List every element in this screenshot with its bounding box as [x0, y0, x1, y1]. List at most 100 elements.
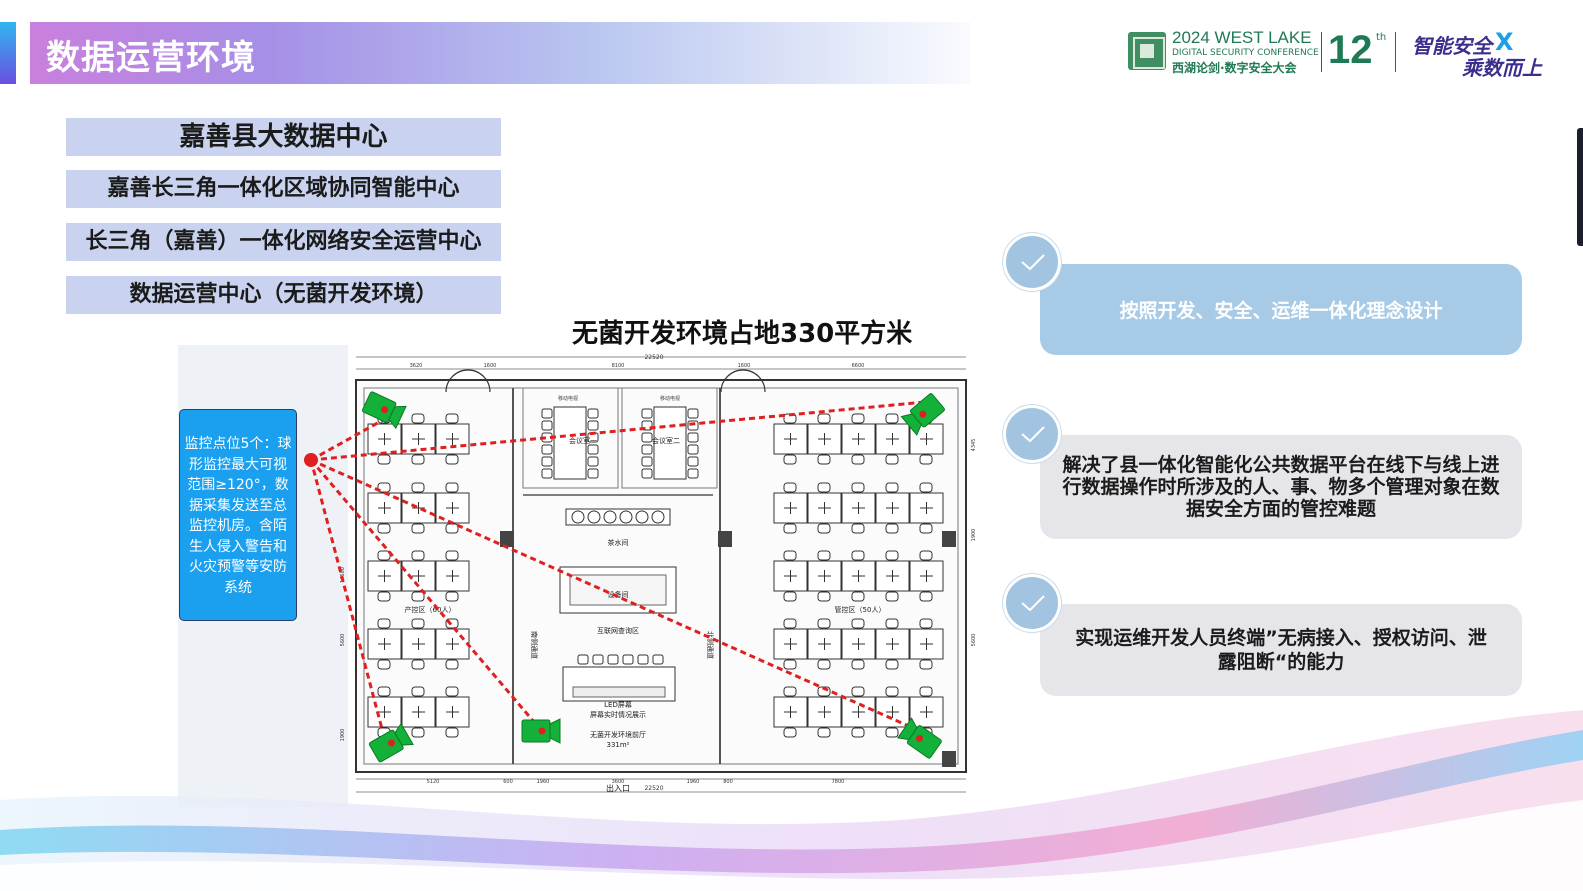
pillar	[500, 531, 514, 547]
chair	[411, 686, 425, 697]
chair	[377, 659, 391, 670]
chair	[411, 659, 425, 670]
label-hall: 无菌开发环境前厅	[590, 730, 646, 739]
chair	[851, 727, 865, 738]
chair	[919, 523, 933, 534]
chair	[445, 591, 459, 602]
chair	[445, 523, 459, 534]
indicator-control-problem: 解决了县一体化智能化公共数据平台在线下与线上进行数据操作时所涉及的人、事、物多个…	[1040, 435, 1522, 539]
label-led2: 屏幕实时情况展示	[590, 710, 646, 719]
dim-left-value: 1900	[340, 729, 346, 742]
desk	[875, 492, 910, 524]
chair	[607, 654, 619, 665]
check-icon	[1003, 405, 1061, 463]
chair	[885, 482, 899, 493]
stool	[635, 510, 649, 524]
chair	[783, 618, 797, 629]
chair	[445, 413, 459, 424]
chair	[377, 550, 391, 561]
logo-slogan2: 乘数而上	[1462, 56, 1542, 80]
chair	[851, 550, 865, 561]
indicator-terminal-capability: 实现运维开发人员终端”无病接入、授权访问、泄露阻断“的能力	[1040, 604, 1522, 696]
led-screen	[572, 686, 666, 698]
label-led: LED屏幕	[604, 700, 632, 709]
chair	[445, 550, 459, 561]
chair	[885, 591, 899, 602]
chair	[622, 654, 634, 665]
chair	[851, 482, 865, 493]
chair	[587, 420, 599, 431]
label-display-left: 移动电视	[558, 395, 578, 402]
label-display-right: 移动电视	[660, 395, 680, 402]
dim-bottom-value: 5120	[427, 779, 440, 785]
hub-point-icon	[304, 453, 318, 467]
chair	[637, 654, 649, 665]
dim-right-value: 4345	[971, 439, 977, 452]
stool	[603, 510, 617, 524]
org-box-security-ops-center: 长三角（嘉善）一体化网络安全运营中心	[66, 223, 501, 261]
chair	[377, 482, 391, 493]
chair	[851, 686, 865, 697]
chair	[851, 413, 865, 424]
chair	[851, 591, 865, 602]
storage-inner	[569, 574, 667, 606]
logo-divider	[1395, 32, 1396, 72]
door-arc	[467, 369, 491, 393]
chair	[592, 654, 604, 665]
chair	[687, 444, 699, 455]
camera-icon	[362, 391, 407, 430]
chair	[377, 591, 391, 602]
chair	[851, 659, 865, 670]
dim-right-value: 1900	[971, 529, 977, 542]
chair	[817, 482, 831, 493]
chair	[445, 482, 459, 493]
desk	[841, 628, 876, 660]
dim-top-value: 8100	[612, 363, 625, 369]
dim-top-value: 1600	[484, 363, 497, 369]
chair	[411, 482, 425, 493]
dim-top-value: 6600	[852, 363, 865, 369]
chair	[783, 591, 797, 602]
side-handle	[1577, 128, 1583, 246]
dim-bottom-value: 1960	[687, 779, 700, 785]
dim-left-value: 14600	[340, 567, 346, 583]
chair	[919, 482, 933, 493]
chair	[851, 454, 865, 465]
meeting-table	[653, 406, 687, 480]
camera-body	[521, 719, 551, 743]
camera-dot	[381, 406, 389, 414]
chair	[885, 659, 899, 670]
indicator-integrated-design: 按照开发、安全、运维一体化理念设计	[1040, 264, 1522, 355]
check-icon	[1003, 574, 1061, 632]
org-box-bigdata-center: 嘉善县大数据中心	[66, 118, 501, 156]
desk	[807, 423, 842, 455]
label-area: 331m²	[607, 741, 630, 749]
tea-room-row	[565, 508, 671, 526]
chair	[851, 523, 865, 534]
stool	[587, 510, 601, 524]
chair	[445, 727, 459, 738]
chair	[817, 659, 831, 670]
camera-lens	[900, 413, 922, 436]
chair	[587, 456, 599, 467]
chair	[817, 727, 831, 738]
desk-area-left	[367, 413, 470, 738]
chair	[885, 523, 899, 534]
chair	[885, 727, 899, 738]
label-tea-room: 茶水间	[608, 538, 629, 547]
pillar	[942, 751, 956, 767]
page-title: 数据运营环境	[46, 38, 256, 78]
chair	[641, 468, 653, 479]
chair	[445, 659, 459, 670]
sight-line	[310, 413, 393, 462]
meeting-table	[553, 406, 587, 480]
pillar	[942, 531, 956, 547]
led-chairs	[577, 654, 664, 665]
meeting-chairs	[541, 406, 699, 480]
logo-slogan-x: X	[1495, 28, 1514, 56]
chair	[541, 468, 553, 479]
dim-left-value: 5600	[340, 634, 346, 647]
stool	[571, 510, 585, 524]
label-exit: 出入口	[606, 783, 630, 793]
